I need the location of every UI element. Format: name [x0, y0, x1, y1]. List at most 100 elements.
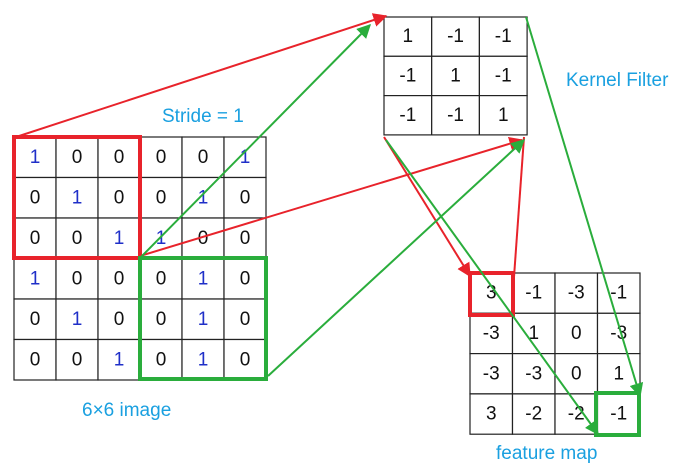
- feature-cell-value: -1: [610, 404, 627, 425]
- kernel-cell-value: 1: [498, 105, 509, 126]
- kernel-cell-value: 1: [403, 26, 414, 47]
- image-cell-value: 0: [72, 268, 83, 289]
- kernel-cell-value: -1: [495, 26, 512, 47]
- kernel-cell-value: -1: [447, 105, 464, 126]
- kernel-cell: [478, 16, 528, 57]
- feature-cell-value: -3: [483, 363, 500, 384]
- kernel-cell-value: -1: [495, 65, 512, 86]
- image-cell-value: 0: [156, 309, 167, 330]
- image-cell: [181, 176, 225, 219]
- image-cell: [55, 176, 99, 219]
- image-cell-value: 0: [30, 228, 41, 249]
- arrows: [15, 13, 644, 436]
- green-arrow-kernel-to-feature-right: [525, 16, 644, 398]
- red-arrow-kernel-to-feature-right: [513, 136, 525, 278]
- image-cell-value: 1: [198, 187, 209, 208]
- image-cell: [223, 298, 267, 341]
- image-cell-value: 1: [198, 268, 209, 289]
- image-cell: [97, 257, 141, 300]
- feature-cell: [596, 312, 641, 355]
- image-cell: [181, 257, 225, 300]
- feature-cell-value: 1: [528, 323, 539, 344]
- image-cell-value: 0: [114, 147, 125, 168]
- image-cell-value: 1: [114, 349, 125, 370]
- image-cell: [55, 298, 99, 341]
- feature-cell: [511, 312, 556, 355]
- image-cell-value: 0: [30, 349, 41, 370]
- feature-cell-value: -2: [525, 404, 542, 425]
- feature-cell-value: 1: [613, 363, 624, 384]
- feature-cell-value: 0: [571, 323, 582, 344]
- image-cell: [181, 338, 225, 381]
- kernel-cell-value: -1: [447, 26, 464, 47]
- image-cell-value: 0: [156, 349, 167, 370]
- image-cell-value: 0: [156, 187, 167, 208]
- stride-label: Stride = 1: [162, 106, 244, 127]
- feature-cell: [469, 353, 514, 395]
- image-cell-value: 1: [156, 228, 167, 249]
- highlights: [12, 135, 641, 437]
- image-cell: [55, 257, 99, 300]
- kernel-cell: [478, 94, 528, 136]
- kernel-cell-value: -1: [399, 105, 416, 126]
- red-arrow-image-to-kernel-top: [15, 13, 388, 138]
- feature-cell-value: -3: [568, 283, 585, 304]
- image-cell: [97, 338, 141, 381]
- image-cell-value: 0: [198, 228, 209, 249]
- feature-cell-value: 0: [571, 363, 582, 384]
- image-cell-value: 0: [240, 187, 251, 208]
- red-arrow-image-to-kernel-bottom: [139, 136, 524, 257]
- image-cell-value: 0: [114, 309, 125, 330]
- image-cell-value: 1: [30, 268, 41, 289]
- image-cell: [223, 338, 267, 381]
- image-cell: [13, 298, 57, 341]
- image-cell-value: 0: [240, 268, 251, 289]
- image-cell-value: 0: [114, 268, 125, 289]
- feature-cell-green: [594, 391, 641, 437]
- feature-cell-value: 3: [486, 283, 497, 304]
- image-cell: [55, 338, 99, 381]
- feature-cell: [469, 312, 514, 355]
- feature-cell: [554, 272, 599, 314]
- image-cell: [181, 217, 225, 260]
- image-cell-value: 1: [72, 309, 83, 330]
- image-cell-value: 0: [240, 349, 251, 370]
- image-cell-value: 1: [198, 349, 209, 370]
- image-cell-value: 0: [30, 187, 41, 208]
- green-arrow-image-to-kernel-top: [139, 24, 371, 259]
- kernel-cell: [431, 16, 481, 57]
- image-cell: [223, 176, 267, 219]
- image-cell-value: 0: [114, 187, 125, 208]
- image-cell-value: 0: [72, 147, 83, 168]
- image-cell: [97, 298, 141, 341]
- image-cell-value: 0: [72, 349, 83, 370]
- image-cell-value: 1: [72, 187, 83, 208]
- kernel-cell-value: 1: [450, 65, 461, 86]
- image-cell-value: 0: [198, 147, 209, 168]
- feature-cell-value: -3: [483, 323, 500, 344]
- image-cell-value: 0: [72, 228, 83, 249]
- feature-cell-value: 3: [486, 404, 497, 425]
- feature-cell-value: -1: [525, 283, 542, 304]
- image-cell-value: 0: [30, 309, 41, 330]
- green-arrow-image-to-kernel-bottom: [267, 139, 526, 377]
- image-label: 6×6 image: [82, 400, 172, 421]
- feature-cell-value: -1: [610, 283, 627, 304]
- image-cell: [13, 176, 57, 219]
- feature-map-label: feature map: [496, 443, 598, 464]
- image-cell-value: 1: [30, 147, 41, 168]
- feature-cell-value: -2: [568, 404, 585, 425]
- feature-cell-red: [468, 271, 515, 317]
- kernel-cell: [431, 55, 481, 97]
- kernel-cell: [383, 16, 433, 57]
- image-cell-value: 0: [156, 147, 167, 168]
- kernel-filter-label: Kernel Filter: [566, 70, 669, 91]
- image-cell: [181, 298, 225, 341]
- kernel-cell: [431, 94, 481, 136]
- image-cell-value: 1: [198, 309, 209, 330]
